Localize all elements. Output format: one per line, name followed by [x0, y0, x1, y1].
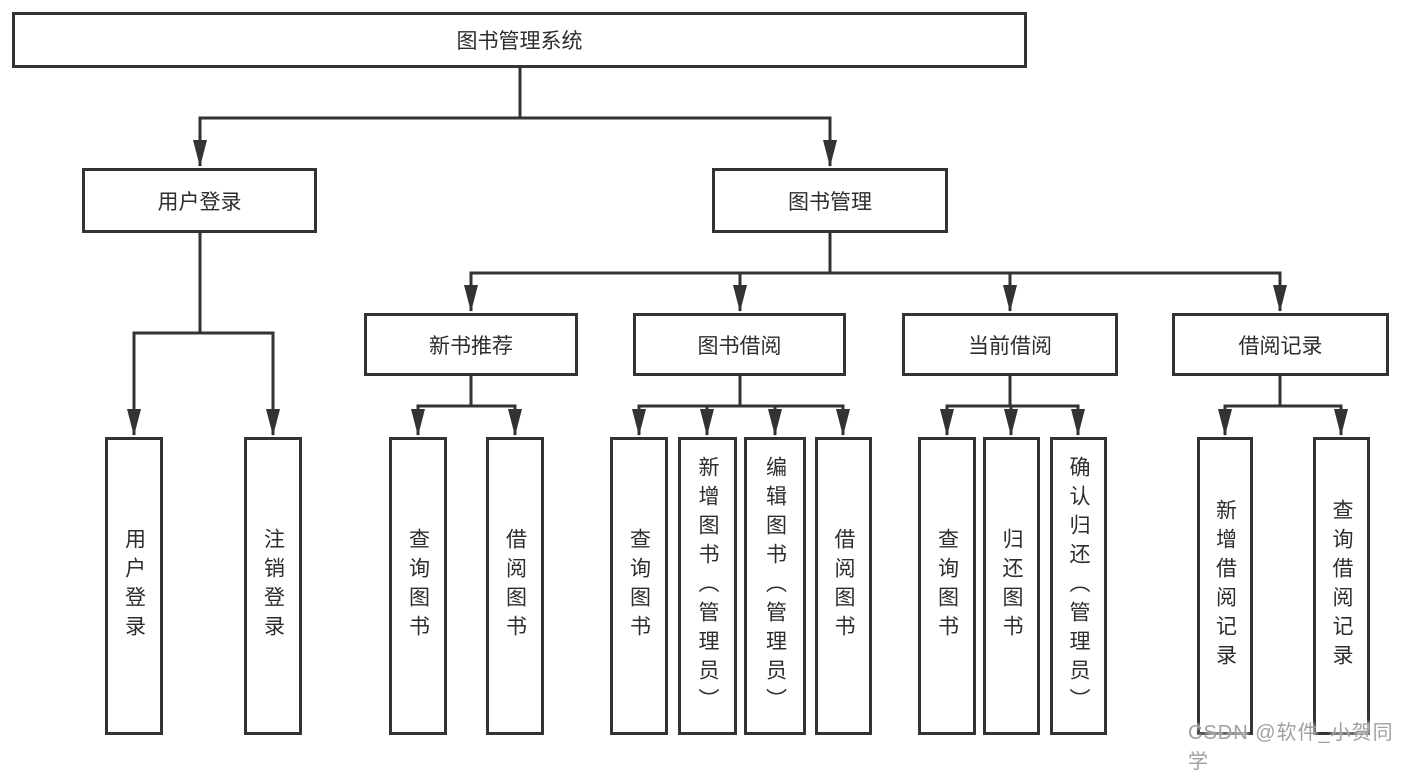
leaf-borrow-edit-book-admin-label: 编辑图书（管理员） — [763, 455, 787, 717]
leaf-user-login: 用户登录 — [105, 437, 163, 735]
node-current-borrow: 当前借阅 — [902, 313, 1118, 376]
leaf-current-confirm-return-admin-label: 确认归还（管理员） — [1067, 455, 1090, 717]
node-new-book-recommend-label: 新书推荐 — [429, 334, 513, 358]
node-book-borrow: 图书借阅 — [633, 313, 846, 376]
leaf-borrow-borrow-book-label: 借阅图书 — [832, 528, 855, 644]
leaf-current-return-book-label: 归还图书 — [1000, 528, 1023, 644]
leaf-record-query-record: 查询借阅记录 — [1313, 437, 1370, 735]
leaf-borrow-borrow-book: 借阅图书 — [815, 437, 872, 735]
leaf-borrow-add-book-admin: 新增图书（管理员） — [678, 437, 737, 735]
leaf-newbook-borrow-book-label: 借阅图书 — [503, 528, 527, 644]
leaf-logout-label: 注销登录 — [261, 528, 285, 644]
node-borrow-record-label: 借阅记录 — [1238, 334, 1323, 358]
leaf-borrow-edit-book-admin: 编辑图书（管理员） — [744, 437, 806, 735]
leaf-user-login-label: 用户登录 — [122, 528, 146, 644]
leaf-newbook-borrow-book: 借阅图书 — [486, 437, 544, 735]
leaf-current-return-book: 归还图书 — [983, 437, 1040, 735]
node-book-management: 图书管理 — [712, 168, 948, 233]
leaf-borrow-query-book-label: 查询图书 — [627, 528, 651, 644]
node-user-login-label: 用户登录 — [157, 190, 242, 214]
leaf-logout: 注销登录 — [244, 437, 302, 735]
node-book-borrow-label: 图书借阅 — [697, 334, 782, 358]
leaf-newbook-query-book: 查询图书 — [389, 437, 447, 735]
node-borrow-record: 借阅记录 — [1172, 313, 1389, 376]
csdn-watermark: CSDN @软件_小贺同学 — [1188, 722, 1394, 773]
node-user-login-module: 用户登录 — [82, 168, 317, 233]
node-new-book-recommend: 新书推荐 — [364, 313, 578, 376]
connector-lines — [127, 68, 1348, 436]
diagram-canvas: 图书管理系统 用户登录 图书管理 新书推荐 图书借阅 当前借阅 借阅记录 用户登… — [12, 12, 1393, 773]
node-book-management-label: 图书管理 — [788, 190, 872, 214]
leaf-current-query-book: 查询图书 — [918, 437, 976, 735]
leaf-borrow-query-book: 查询图书 — [610, 437, 668, 735]
leaf-record-add-record: 新增借阅记录 — [1197, 437, 1253, 735]
leaf-record-add-record-label: 新增借阅记录 — [1213, 499, 1237, 673]
leaf-current-confirm-return-admin: 确认归还（管理员） — [1050, 437, 1107, 735]
leaf-current-query-book-label: 查询图书 — [935, 528, 959, 644]
leaf-borrow-add-book-admin-label: 新增图书（管理员） — [696, 455, 719, 717]
connector-trunks — [132, 68, 1343, 408]
node-root: 图书管理系统 — [12, 12, 1027, 68]
node-current-borrow-label: 当前借阅 — [968, 334, 1052, 358]
leaf-record-query-record-label: 查询借阅记录 — [1330, 499, 1353, 673]
leaf-newbook-query-book-label: 查询图书 — [406, 528, 430, 644]
node-root-label: 图书管理系统 — [456, 30, 583, 53]
